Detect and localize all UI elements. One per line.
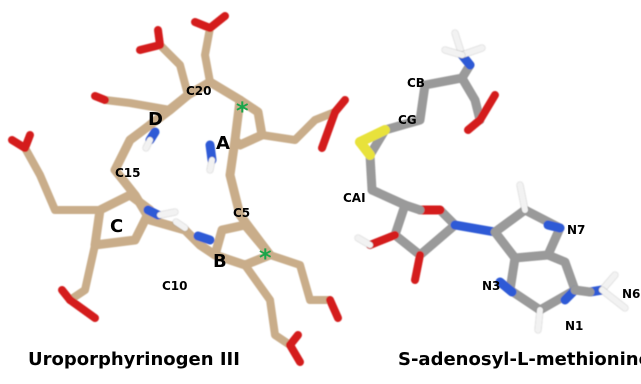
bond-n-7 [543, 220, 565, 233]
bond-h-10 [599, 272, 618, 293]
bond-uro-c-5 [156, 41, 192, 99]
asterisk-marker-2: * [259, 244, 272, 272]
bond-o-4 [91, 92, 109, 104]
ring-label-d: D [148, 109, 163, 130]
bond-uro-c-3 [90, 190, 155, 250]
molecule-name-uroporphyrinogen: Uroporphyrinogen III [28, 349, 240, 370]
bond-n-2 [193, 231, 215, 245]
bond-o-1 [136, 41, 164, 54]
bond-h-9 [535, 307, 543, 333]
ring-label-b: B [213, 251, 227, 272]
atom-label-n3: N3 [482, 279, 500, 293]
molecule-name-sam: S-adenosyl-L-methionine [398, 349, 641, 370]
atom-label-n6: N6 [622, 287, 640, 301]
bond-o-17 [366, 231, 399, 249]
atom-label-cg: CG [398, 113, 417, 127]
bond-o-10 [66, 296, 99, 322]
bond-h-7 [355, 235, 373, 248]
bond-o-18 [411, 251, 424, 284]
bond-h-3 [143, 137, 153, 151]
bond-h-6 [442, 47, 465, 58]
bond-o-8 [21, 131, 34, 152]
atom-label-n1: N1 [565, 319, 583, 333]
bond-sam-c-5 [505, 250, 580, 315]
bond-uro-c-7 [101, 96, 174, 114]
bond-uro-c-12 [241, 261, 294, 349]
atom-label-c5: C5 [233, 206, 250, 220]
atom-label-c15: C15 [115, 166, 141, 180]
atom-label-c20: C20 [186, 84, 212, 98]
bond-h-1 [157, 209, 178, 218]
bond-uro-c-6 [201, 24, 214, 86]
bond-uro-c-2 [210, 220, 275, 260]
bond-uro-c-11 [266, 251, 334, 304]
bond-h-4 [452, 30, 465, 58]
bond-sam-c-4 [490, 205, 565, 263]
bond-s-1 [355, 137, 375, 160]
bond-sam-c-2 [367, 185, 460, 260]
bond-h-2 [173, 219, 188, 231]
bond-o-6 [318, 108, 339, 152]
atom-label-c10: C10 [162, 279, 188, 293]
bond-h-11 [599, 287, 628, 311]
asterisk-marker-1: * [236, 97, 249, 125]
bond-n-5 [450, 220, 500, 237]
bond-sam-c-6 [570, 285, 595, 297]
ring-label-c: C [110, 216, 123, 237]
bond-uro-c-8 [258, 108, 339, 144]
bond-h-0 [207, 157, 215, 173]
bond-o-15 [476, 91, 499, 124]
bond-n-6 [495, 277, 517, 297]
bond-n-1 [143, 205, 163, 220]
bond-h-8 [517, 182, 528, 213]
atom-label-cai: CAI [343, 191, 366, 205]
bond-uro-c-9 [21, 144, 104, 214]
bond-uro-c-10 [66, 241, 99, 304]
atom-label-cb: CB [407, 76, 425, 90]
bond-h-5 [459, 45, 485, 58]
atom-label-n7: N7 [567, 223, 585, 237]
bond-o-11 [326, 296, 342, 322]
bond-o-13 [286, 331, 302, 349]
bond-o-3 [191, 18, 214, 32]
uroporphyrinogen-structure [8, 12, 349, 366]
bond-sam-c-1 [457, 73, 485, 125]
sam-structure [355, 30, 628, 333]
bond-sam-c-3 [400, 200, 425, 215]
ring-label-a: A [216, 133, 230, 154]
